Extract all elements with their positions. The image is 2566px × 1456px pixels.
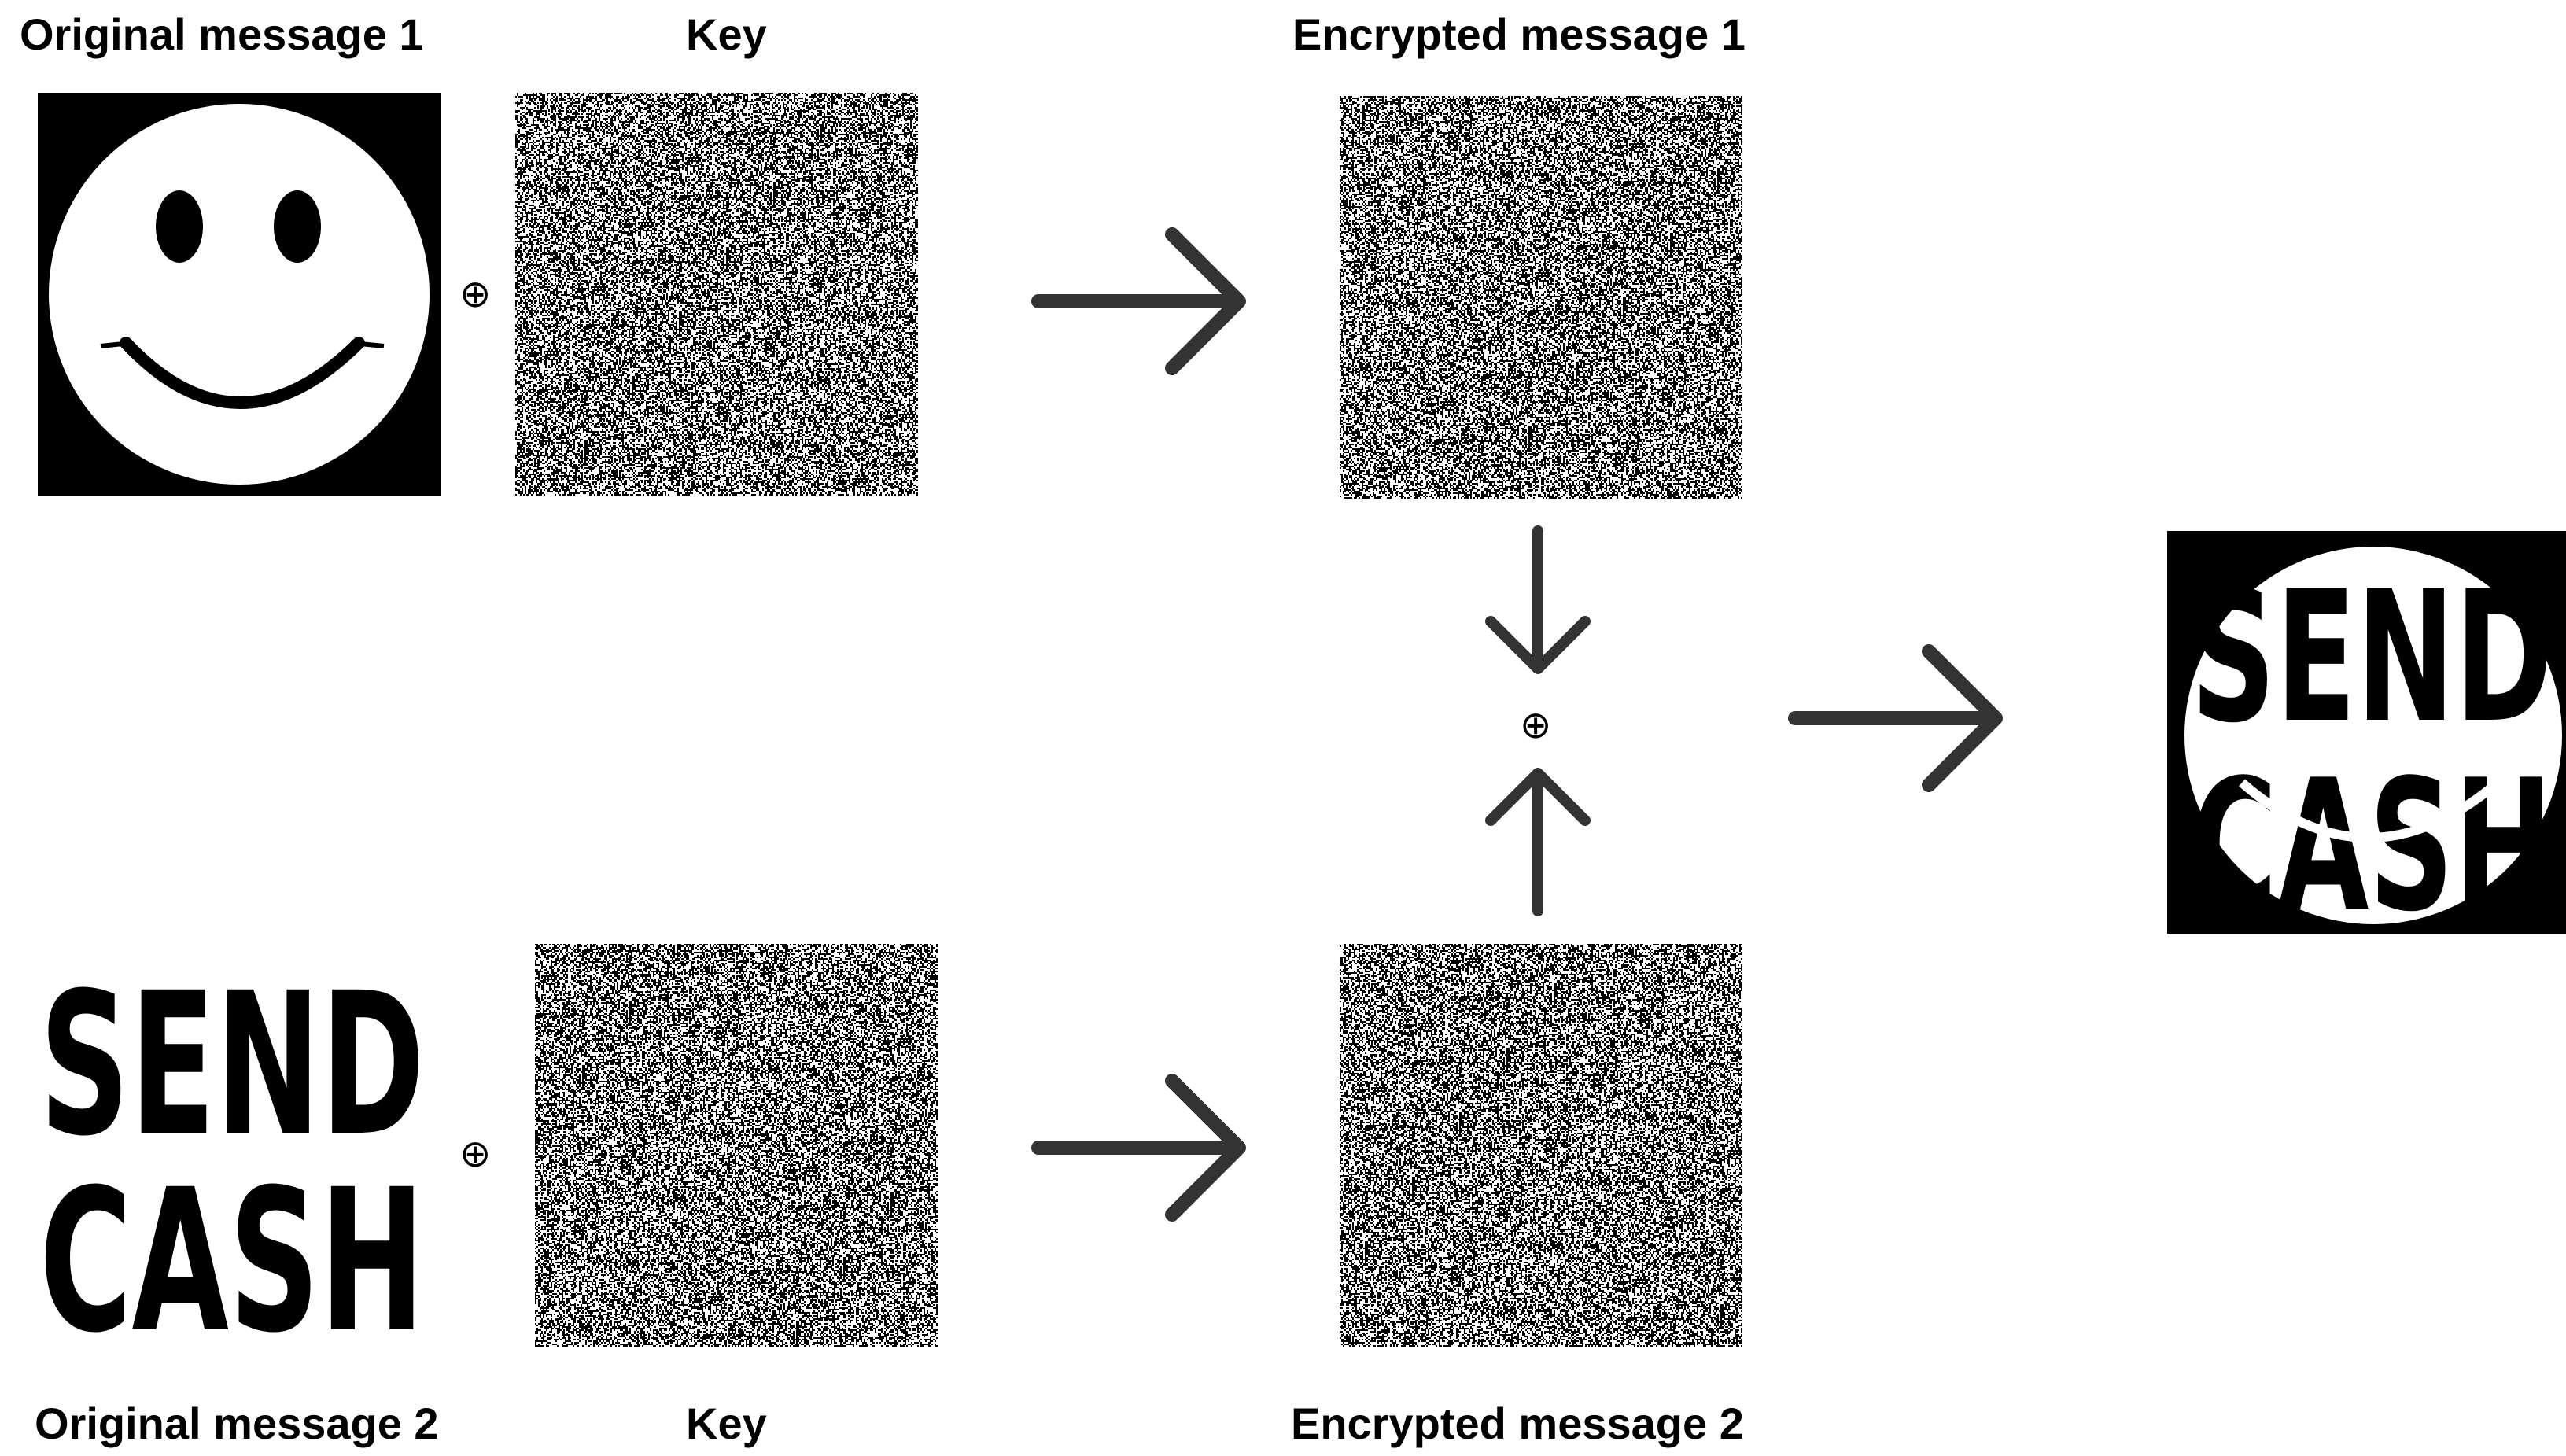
right-arrow-icon-top: [1031, 227, 1246, 375]
send-text: SEND: [39, 952, 425, 1179]
up-arrow-icon: [1485, 768, 1591, 916]
result-cash-text: CASH: [2191, 742, 2553, 934]
label-key-top: Key: [686, 9, 767, 59]
original-message-1-image: [38, 93, 441, 496]
xor-icon-center: ⊕: [1520, 703, 1552, 747]
label-original-message-1: Original message 1: [20, 9, 424, 59]
encrypted-message-1-image: [1340, 96, 1742, 499]
result-send-text: SEND: [2191, 553, 2553, 763]
down-arrow-icon: [1485, 525, 1591, 674]
encrypted-message-2-image: [1340, 944, 1742, 1347]
label-encrypted-message-2: Encrypted message 2: [1291, 1399, 1744, 1448]
label-encrypted-message-1: Encrypted message 1: [1292, 9, 1746, 59]
result-image: SEND CASH: [2167, 531, 2566, 952]
original-message-2-image: SEND CASH: [24, 950, 433, 1376]
xor-icon-top: ⊕: [459, 272, 492, 316]
smiley-face-icon: [49, 104, 430, 485]
label-original-message-2: Original message 2: [35, 1399, 439, 1448]
xor-icon-bottom: ⊕: [459, 1132, 492, 1176]
right-arrow-icon-bottom: [1031, 1074, 1246, 1222]
key-top-image: [515, 93, 918, 496]
cash-text: CASH: [39, 1147, 425, 1345]
right-arrow-icon-result: [1788, 644, 2003, 792]
label-key-bottom: Key: [686, 1399, 767, 1448]
key-bottom-image: [535, 944, 938, 1347]
